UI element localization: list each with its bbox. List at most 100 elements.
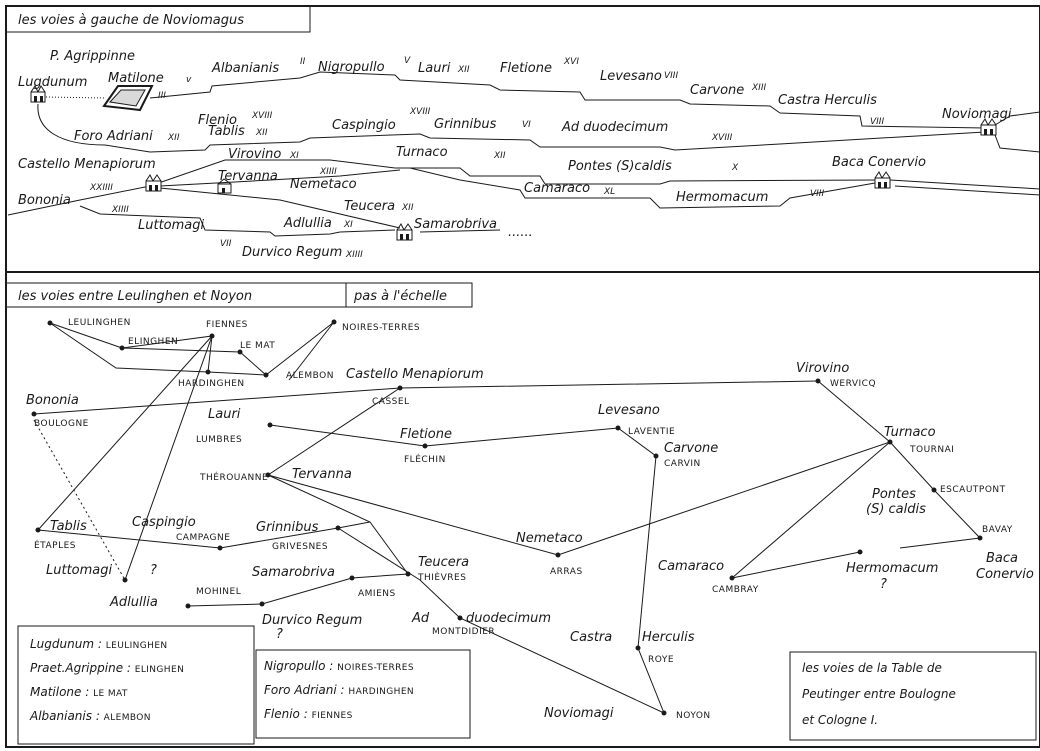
agrippinne-fort-icon [102,85,154,112]
legend-box-3 [789,651,1037,741]
numeral-levesano: VIII [664,71,678,81]
modern-carvin: CARVIN [664,459,701,469]
label-castra-herculis: Castra Herculis [778,93,877,108]
numeral-nigropullo: V [404,56,411,66]
legend1-ancient: Praet.Agrippine : [30,661,135,675]
top-header: les voies à gauche de Noviomagus [18,13,244,28]
legend-1-rows: Lugdunum : LEULINGHEN Praet.Agrippine : … [29,637,184,723]
label-hermomacum-top: Hermomacum [676,190,768,205]
label-castello: Castello Menapiorum [18,157,156,172]
numeral-bononia: XXIIII [89,183,113,193]
noviomagi-icon [980,118,997,136]
numeral-foro: XII [167,133,180,143]
label-pontes-top: Pontes (S)caldis [568,159,672,174]
label-tervanna-top: Tervanna [218,169,278,184]
label-noviomagi: Noviomagi [942,107,1012,122]
modern-roye: ROYE [648,655,674,665]
modern-fiennes: FIENNES [206,320,248,330]
legend-box-2 [255,649,471,739]
modern-alembon: ALEMBON [286,371,334,381]
modern-noires-terres: NOIRES-TERRES [342,323,420,333]
label-turnaco-top: Turnaco [396,145,448,160]
label-carvone: Carvone [690,83,744,98]
numeral-albanianis: II [300,57,306,67]
numeral-ad: XVIII [711,133,733,143]
svg-text:Nigropullo : NOIRES-TERRES: Nigropullo : NOIRES-TERRES [264,659,414,673]
label-camaraco-top: Camaraco [524,181,590,196]
numeral-virovino: XI [289,151,299,161]
legend1-modern: ALEMBON [104,713,151,723]
label-grinnibus: Grinnibus [434,117,497,132]
ancient-baca: Baca [986,551,1018,566]
top-road-lines [7,71,1040,237]
modern-laventie: LAVENTIE [628,427,675,437]
label-tablis: Tablis [208,124,245,139]
label-teucera-top: Teucera [344,199,395,214]
label-matilone: Matilone [108,71,164,86]
label-durvico-top: Durvico Regum [242,245,342,260]
ancient-nemetaco: Nemetaco [516,531,583,546]
bottom-header-left: les voies entre Leulinghen et Noyon [18,289,252,304]
modern-escautpont: ESCAUTPONT [940,485,1006,495]
ancient-lauri: Lauri [208,407,241,422]
modern-noyon: NOYON [676,711,711,721]
modern-hardinghen: HARDINGHEN [178,379,245,389]
label-lugdunum: Lugdunum [18,75,87,90]
ancient-q2: ? [880,577,887,592]
label-albanianis: Albanianis [211,61,279,76]
label-p-agrippinne: P. Agrippinne [50,49,135,64]
legend3-line: Peutinger entre Boulogne [802,687,956,701]
ancient-caspingio: Caspingio [132,515,196,530]
ancient-hermomacum: Hermomacum [846,561,938,576]
lugdunum-icon [30,85,46,103]
samarobriva-icon [396,223,413,241]
numeral-durvico-xiiii: XIIII [345,250,363,260]
label-ad-duodecimum: Ad duodecimum [561,120,668,135]
ancient-castra: Castra [570,630,612,645]
numeral-pontes: X [731,163,739,173]
modern-flechin: FLÉCHIN [404,453,446,465]
ancient-q1: ? [150,563,157,578]
modern-thievres: THIÈVRES [417,571,466,583]
legend2-modern: HARDINGHEN [348,687,414,697]
numeral-xiiii-a: XIIII [319,167,337,177]
ancient-tervanna: Tervanna [292,467,352,482]
numeral-castra: VIII [870,117,884,127]
label-nigropullo: Nigropullo [318,60,385,75]
label-dots: ...... [508,225,533,240]
ancient-virovino: Virovino [796,361,849,376]
modern-cassel: CASSEL [372,397,410,407]
ancient-herculis: Herculis [642,630,695,645]
bottom-panel-frame [5,271,1040,748]
legend2-ancient: Nigropullo : [264,659,337,673]
legend3-line: et Cologne I. [802,713,878,727]
ancient-luttomagi: Luttomagi [46,563,113,578]
legend1-modern: LE MAT [93,689,128,699]
modern-boulogne: BOULOGNE [34,419,89,429]
label-samarobriva-top: Samarobriva [414,217,497,232]
svg-text:Flenio : FIENNES: Flenio : FIENNES [264,707,353,721]
legend2-ancient: Flenio : [264,707,312,721]
label-lauri: Lauri [418,61,451,76]
label-nemetaco-top: Nemetaco [290,177,357,192]
legend3-line: les voies de la Table de [802,661,942,675]
numeral-grinnibus: VI [522,120,531,130]
ancient-turnaco: Turnaco [884,425,936,440]
ancient-pontes: Pontes [872,487,916,502]
modern-leulinghen: LEULINGHEN [68,318,131,328]
numeral-tablis: XII [255,128,268,138]
ancient-adlullia: Adlullia [109,595,158,610]
tervanna-icon [217,178,232,194]
bottom-header-box-right [345,282,473,308]
numeral-xiiii-b: XIIII [111,205,129,215]
label-adlullia-top: Adlullia [283,216,332,231]
modern-wervicq: WERVICQ [830,379,876,389]
numeral-agrippinne: III [158,91,166,101]
ancient-scaldis: (S) caldis [866,502,926,517]
legend-box-1 [17,625,255,745]
castello-icon [145,174,162,192]
numeral-fletione: XVI [563,57,579,67]
ancient-duodecimum: duodecimum [466,611,551,626]
modern-montdidier: MONTDIDIER [432,627,495,637]
modern-bavay: BAVAY [982,525,1013,535]
